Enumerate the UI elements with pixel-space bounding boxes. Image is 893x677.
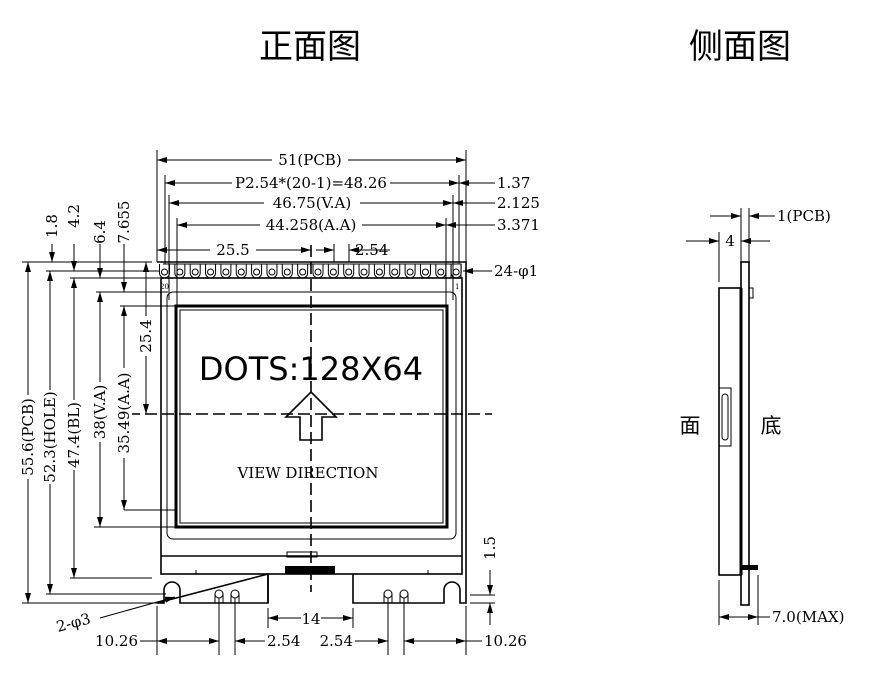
pin-hole xyxy=(283,268,291,276)
pin-pad xyxy=(281,264,293,279)
pin-hole xyxy=(299,268,307,276)
pin-pad xyxy=(327,264,339,279)
dim-bottom-pitch-left: 2.54 xyxy=(267,632,300,650)
pin-pad xyxy=(251,264,263,279)
front-view-title: 正面图 xyxy=(259,27,361,67)
dim-notch-width: 14 xyxy=(301,610,320,628)
pin-pad xyxy=(189,264,201,279)
pin-pad xyxy=(419,264,431,279)
dim-4-2: 4.2 xyxy=(65,204,83,228)
dim-3-371: 3.371 xyxy=(497,216,540,234)
dim-body-depth: 4 xyxy=(725,232,735,250)
pin-pad xyxy=(389,264,401,279)
side-view: 1(PCB) 4 7.0(MAX) 面 底 xyxy=(680,207,845,626)
pin-pad xyxy=(174,264,186,279)
bottom-label: 底 xyxy=(761,414,782,438)
dim-aa-width: 44.258(A.A) xyxy=(266,216,357,234)
dim-pcb-thickness: 1(PCB) xyxy=(777,207,831,225)
pin-hole xyxy=(360,268,368,276)
pin-pad xyxy=(358,264,370,279)
pin-hole xyxy=(329,268,337,276)
pin-hole xyxy=(437,268,445,276)
side-view-title: 侧面图 xyxy=(689,27,791,67)
dim-mount-holes: 2-φ3 xyxy=(54,610,92,636)
pin-hole xyxy=(406,268,414,276)
pin-pad xyxy=(159,264,170,279)
pin-pad xyxy=(373,264,385,279)
dim-pin-pitch-total: P2.54*(20-1)=48.26 xyxy=(235,174,387,192)
dim-bl-height: 47.4(BL) xyxy=(65,402,83,468)
dim-pcb-height: 55.6(PCB) xyxy=(19,398,37,476)
pin-pad xyxy=(220,264,232,279)
pin-pad xyxy=(312,264,324,279)
dim-bottom-left: 10.26 xyxy=(95,632,138,650)
pin-hole xyxy=(253,268,261,276)
dim-pin-holes: 24-φ1 xyxy=(494,262,538,280)
dim-pin-offset: 25.5 xyxy=(216,241,249,259)
dim-2-125: 2.125 xyxy=(497,194,540,212)
pin-hole xyxy=(191,268,199,276)
view-direction-arrow-icon xyxy=(284,390,338,441)
pin-hole xyxy=(176,268,184,276)
pin-pad xyxy=(266,264,278,279)
dim-pin-pitch: 2.54 xyxy=(355,241,388,259)
pin-hole xyxy=(268,268,276,276)
pin-hole xyxy=(452,268,460,276)
pin-hole xyxy=(207,268,215,276)
dim-aa-height: 35.49(A.A) xyxy=(115,372,133,453)
pin-pad xyxy=(297,264,309,279)
dim-1-8: 1.8 xyxy=(43,214,61,238)
pin-pad xyxy=(435,264,447,279)
pin-hole xyxy=(421,268,429,276)
dots-label: DOTS:128X64 xyxy=(199,350,423,388)
view-direction-label: VIEW DIRECTION xyxy=(237,464,379,482)
pin-hole xyxy=(161,268,168,276)
pin-pad xyxy=(235,264,247,279)
face-label: 面 xyxy=(680,414,701,438)
pin-20-label: 20 xyxy=(160,283,169,291)
pin-1-square xyxy=(450,263,462,279)
pcb-outline xyxy=(156,261,467,604)
dim-bottom-right: 10.26 xyxy=(484,632,527,650)
dim-7-655: 7.655 xyxy=(115,201,133,244)
dim-max-thickness: 7.0(MAX) xyxy=(772,608,844,626)
dim-25-4: 25.4 xyxy=(137,319,155,352)
dim-va-height: 38(V.A) xyxy=(91,385,109,440)
pin-hole xyxy=(391,268,399,276)
pin-hole xyxy=(237,268,245,276)
pin-pad xyxy=(343,264,355,279)
pin-hole xyxy=(375,268,383,276)
front-view: 20 1 DOTS:128X64 VIEW DIRECTION 51(PCB) … xyxy=(19,150,540,655)
dim-pcb-width: 51(PCB) xyxy=(278,151,341,169)
dim-6-4: 6.4 xyxy=(91,220,109,244)
dim-bottom-pitch-right: 2.54 xyxy=(320,632,353,650)
pin-pad xyxy=(404,264,416,279)
dim-1-37: 1.37 xyxy=(497,174,530,192)
dim-va-width: 46.75(V.A) xyxy=(273,194,351,212)
pin-pad xyxy=(205,264,217,279)
dim-1-5: 1.5 xyxy=(481,536,499,560)
pin-1-label: 1 xyxy=(455,283,459,291)
pin-hole xyxy=(222,268,230,276)
pin-hole xyxy=(345,268,353,276)
pin-hole xyxy=(314,268,322,276)
dim-hole-height: 52.3(HOLE) xyxy=(41,391,59,482)
